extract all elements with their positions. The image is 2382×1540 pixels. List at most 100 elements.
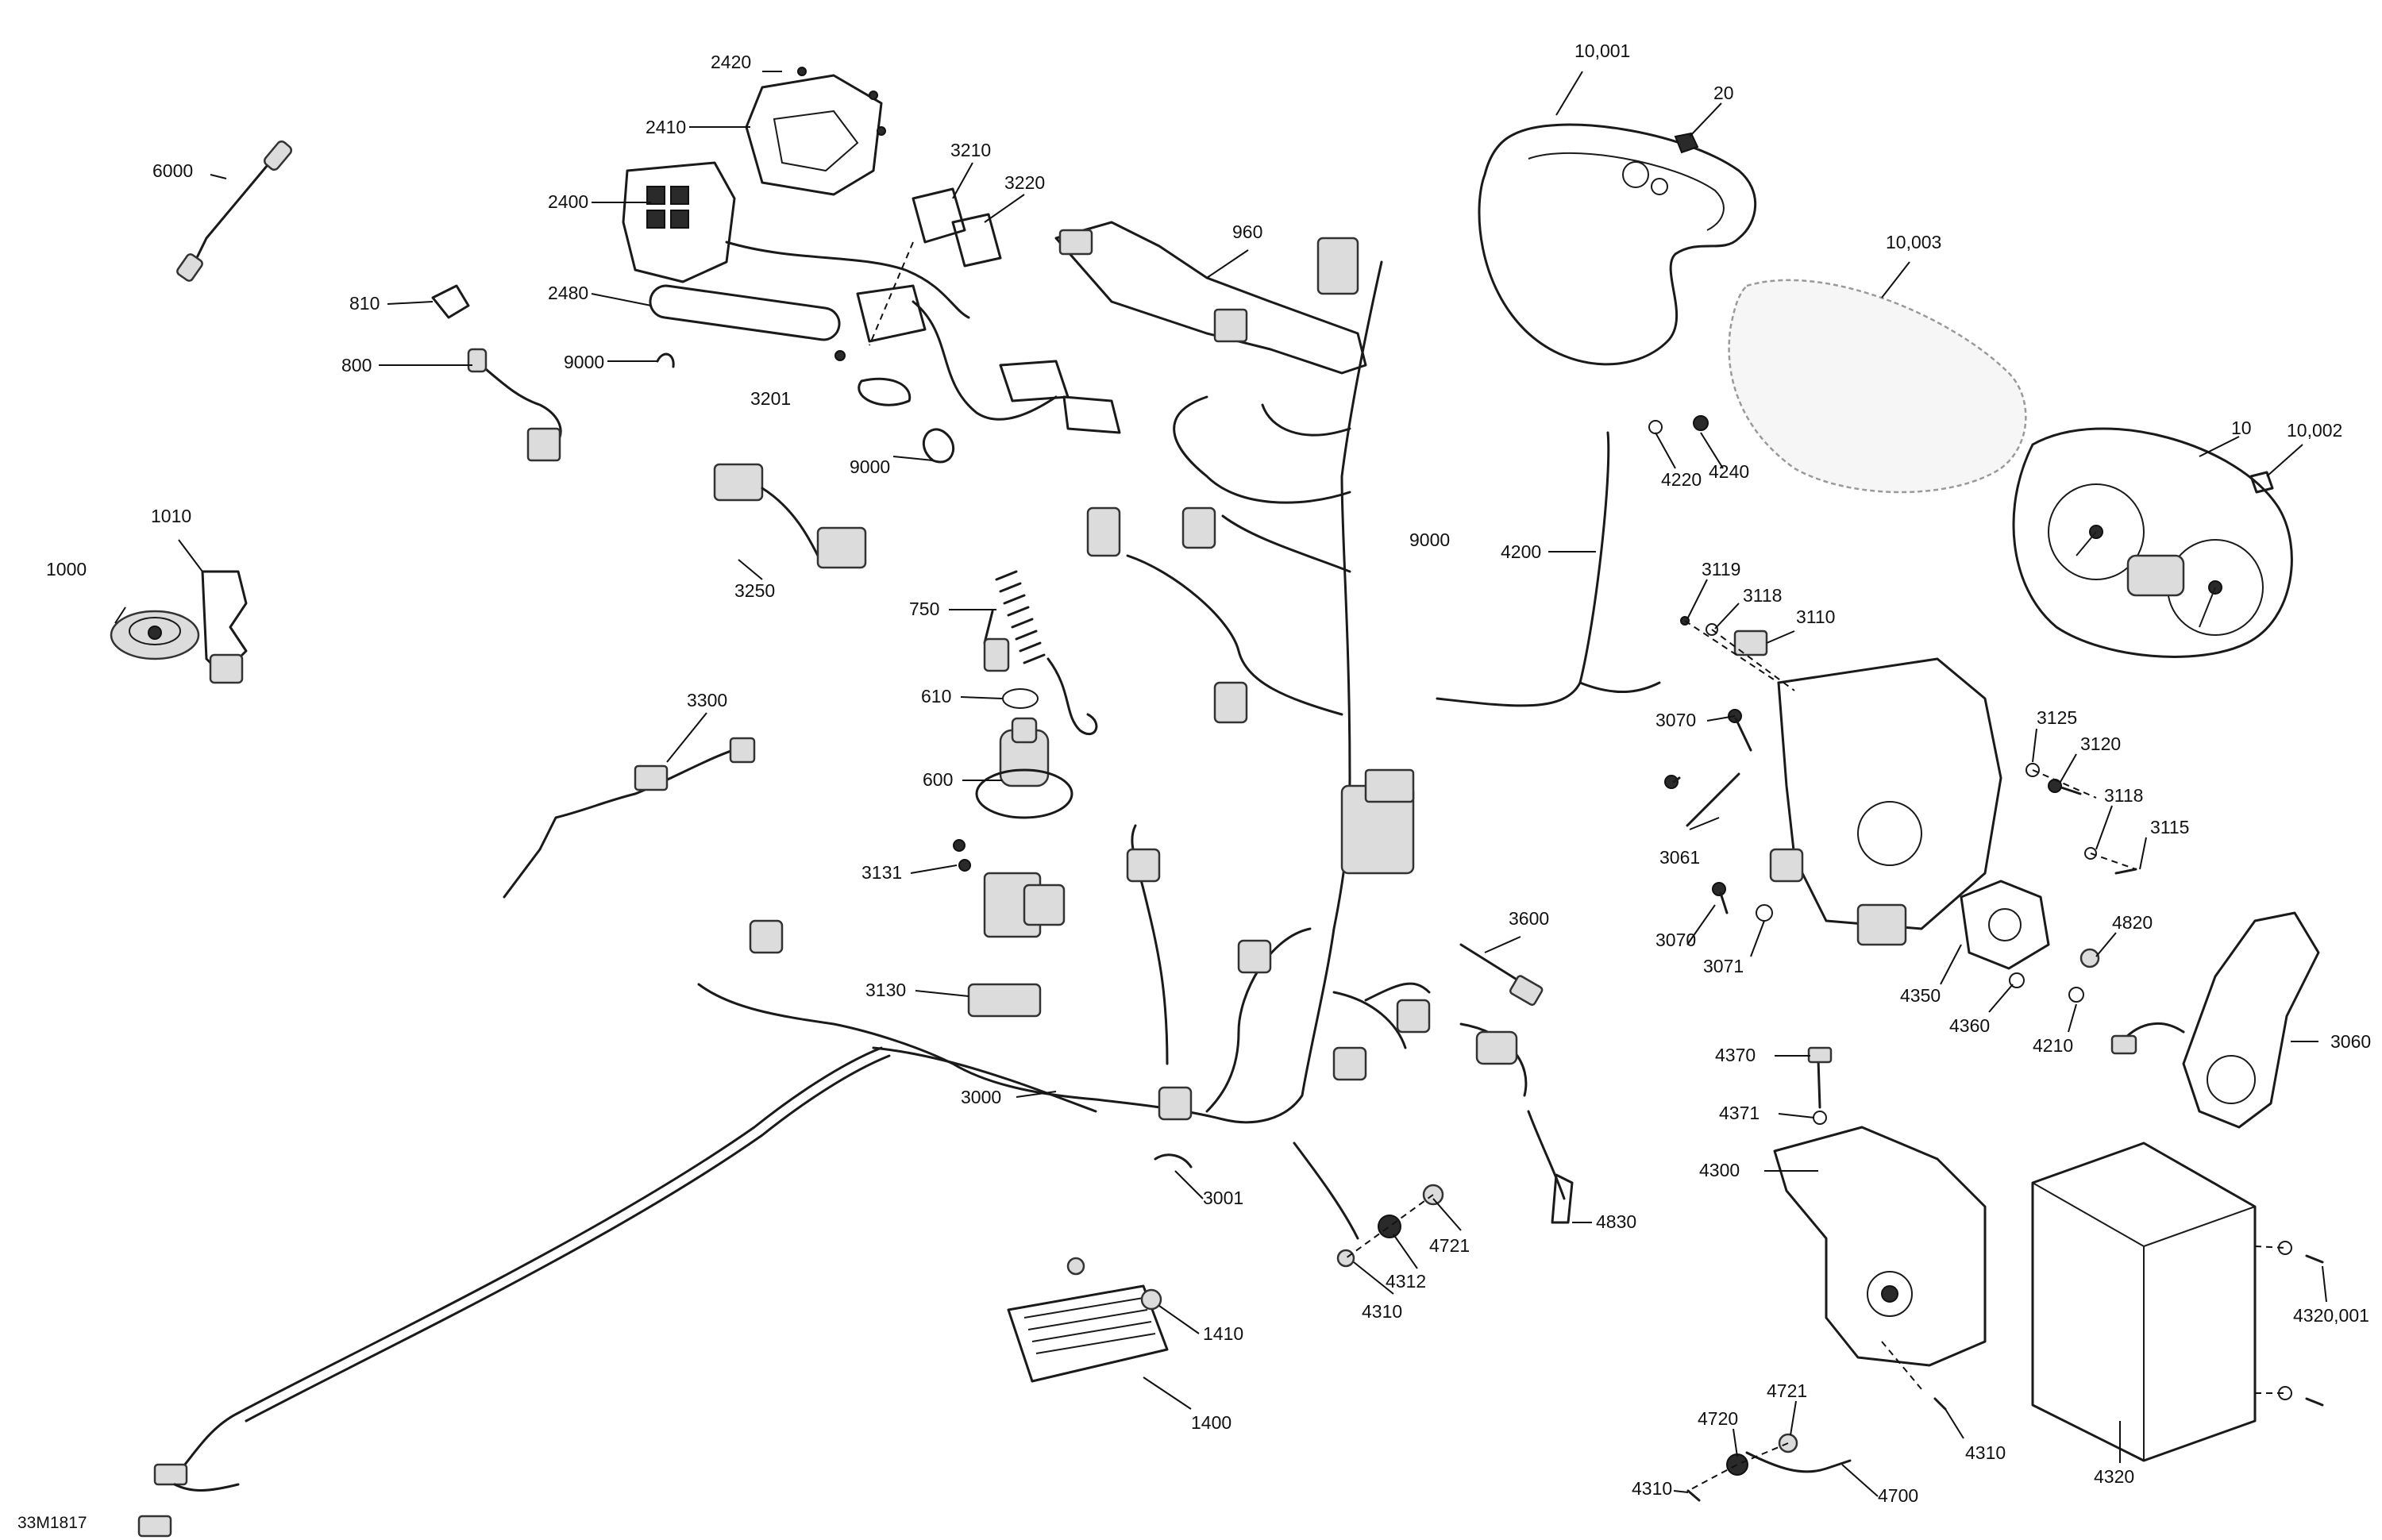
part-3131-screws (953, 839, 971, 872)
part-4320-module (2031, 1142, 2257, 1462)
part-6000-cable (176, 140, 293, 282)
callout-9000-b: 9000 (850, 456, 890, 477)
part-3130-relay-block (967, 872, 1066, 1018)
callout-10003: 10,003 (1886, 232, 1941, 252)
part-3060-motor (2110, 911, 2320, 1129)
callout-3001: 3001 (1203, 1188, 1243, 1208)
callout-3201: 3201 (750, 388, 791, 409)
part-2410-housing (745, 67, 886, 196)
callout-960: 960 (1232, 221, 1262, 242)
callout-3071: 3071 (1703, 956, 1744, 976)
callout-10: 10 (2231, 418, 2252, 438)
callout-2400: 2400 (548, 191, 588, 212)
part-4371-washer (1813, 1111, 1827, 1125)
callout-3250: 3250 (734, 580, 775, 601)
callout-3600: 3600 (1509, 908, 1549, 929)
part-4350-actuator (1960, 880, 2050, 970)
callout-3070-b: 3070 (1655, 930, 1696, 950)
callout-4320001: 4320,001 (2293, 1305, 2369, 1326)
part-4300-bracket (1773, 1126, 1987, 1367)
callout-4240: 4240 (1709, 461, 1749, 482)
part-2480-sleeve (649, 284, 841, 341)
callout-3300: 3300 (687, 690, 727, 710)
part-3115-screw (2114, 868, 2137, 875)
part-3071-washer (1756, 904, 1773, 922)
callout-2410: 2410 (646, 117, 686, 137)
part-3600-sensor (1459, 943, 1544, 1007)
callout-4370: 4370 (1715, 1045, 1756, 1065)
callout-3000: 3000 (961, 1087, 1001, 1107)
part-ground-strap (1293, 1142, 1359, 1240)
callout-10002: 10,002 (2287, 420, 2342, 441)
part-4360-washer (2009, 972, 2025, 988)
callout-2480: 2480 (548, 283, 588, 303)
callout-3119: 3119 (1702, 559, 1740, 579)
callout-4300: 4300 (1699, 1160, 1740, 1180)
callout-4310-c: 4310 (1632, 1478, 1672, 1499)
callout-4830: 4830 (1596, 1211, 1636, 1232)
callout-9000-a: 9000 (564, 352, 604, 372)
part-3210-relay (912, 187, 966, 244)
part-1010-connector (201, 570, 248, 684)
callout-3061: 3061 (1659, 847, 1700, 868)
part-3300-harness (503, 737, 756, 899)
callout-10001: 10,001 (1575, 40, 1630, 61)
callout-4320: 4320 (2094, 1466, 2134, 1487)
part-3220-relay (951, 213, 1002, 268)
callout-4210: 4210 (2033, 1035, 2073, 1056)
callout-4310-b: 4310 (1965, 1442, 2006, 1463)
callout-1410: 1410 (1203, 1323, 1243, 1344)
callout-750: 750 (909, 599, 939, 619)
callout-4312: 4312 (1386, 1271, 1426, 1292)
callout-3220: 3220 (1004, 172, 1045, 193)
part-3000-main-harness (137, 237, 1431, 1538)
callout-1000: 1000 (46, 559, 87, 579)
part-4210-washer (2068, 987, 2084, 1003)
callout-4371: 4371 (1719, 1103, 1760, 1123)
part-4830-ring-lug (1459, 1022, 1574, 1224)
callout-3070-a: 3070 (1655, 710, 1696, 730)
part-4370-bolt (1807, 1046, 1833, 1109)
part-3250-switch (713, 463, 867, 569)
part-4312-washer (1378, 1215, 1401, 1238)
callout-810: 810 (349, 293, 380, 314)
callout-3120: 3120 (2080, 733, 2121, 754)
callout-3131: 3131 (861, 862, 902, 883)
part-4310-bolt-b (1933, 1397, 1947, 1411)
callout-4360: 4360 (1949, 1015, 1990, 1036)
callout-4310-a: 4310 (1362, 1301, 1402, 1322)
callout-1400: 1400 (1191, 1412, 1231, 1433)
part-4700-strap (1745, 1451, 1852, 1473)
callout-3060: 3060 (2330, 1031, 2371, 1052)
callout-4220: 4220 (1661, 469, 1702, 490)
part-dash-bracket-assembly (1680, 616, 2097, 946)
part-600-key-switch (975, 717, 1073, 819)
part-2400-switch (622, 161, 970, 319)
part-810-cap (431, 284, 470, 319)
part-4200-cable (1436, 415, 1709, 707)
part-9000-tie-b (858, 377, 912, 406)
callout-800: 800 (341, 355, 372, 375)
part-illustrations (110, 67, 2324, 1538)
part-4720-washer (1726, 1453, 1748, 1476)
callout-3130: 3130 (865, 980, 906, 1000)
callout-9000-c: 9000 (1409, 529, 1450, 550)
callout-4721-a: 4721 (1429, 1235, 1470, 1256)
part-1410-nut (1140, 1288, 1162, 1311)
callout-4820: 4820 (2112, 912, 2153, 933)
callout-3115: 3115 (2150, 817, 2189, 837)
part-9000-tie-a (656, 352, 675, 368)
leader-lines (114, 71, 2327, 1497)
callout-4700: 4700 (1878, 1485, 1918, 1506)
callout-4720: 4720 (1698, 1408, 1738, 1429)
callout-3210: 3210 (950, 140, 991, 160)
diagram-reference-code: 33M1817 (17, 1514, 87, 1532)
part-3061-stud (1686, 772, 1740, 827)
part-3201-connector (834, 284, 1121, 434)
callout-3118-a: 3118 (1743, 585, 1782, 606)
part-1410-nut-b (1066, 1257, 1085, 1276)
part-4310-bolt-a (1336, 1249, 1355, 1268)
callout-4350: 4350 (1900, 985, 1941, 1006)
callout-3125: 3125 (2037, 707, 2077, 728)
